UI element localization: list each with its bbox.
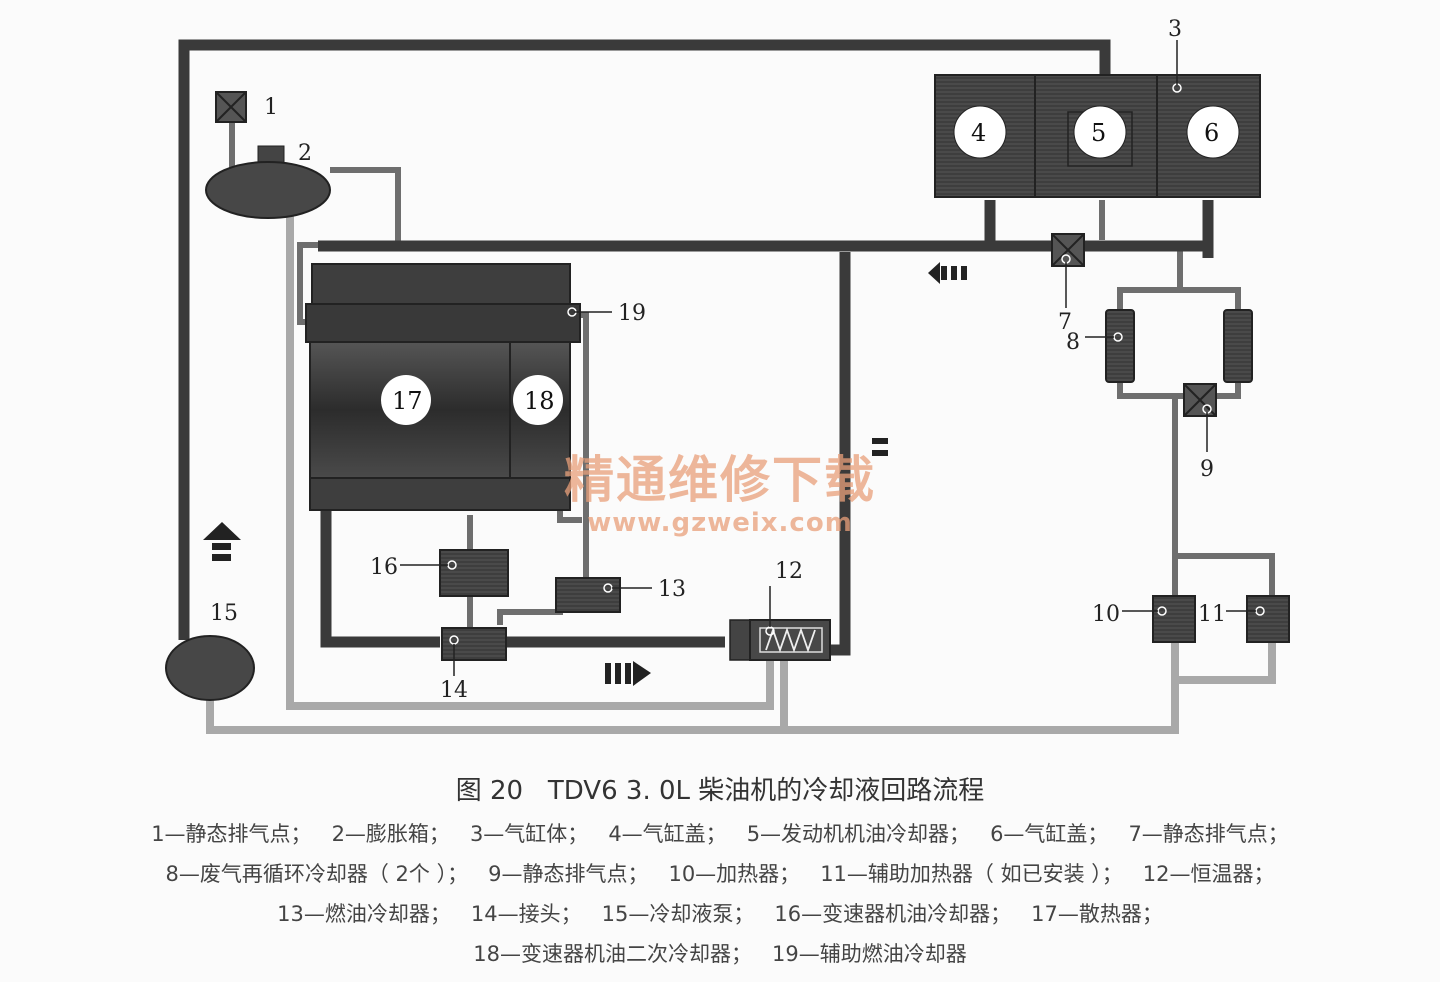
label-3: 3 [1168,17,1182,42]
label-16: 16 [370,555,398,580]
label-9: 9 [1200,457,1214,482]
legend-item: 15—冷却液泵； [601,902,755,926]
label-12: 12 [775,559,803,584]
legend-item: 18—变速器机油二次冷却器； [473,942,752,966]
bleed-point-9 [1183,383,1217,417]
label-10: 10 [1092,602,1120,627]
legend-line-3: 13—燃油冷却器； 14—接头； 15—冷却液泵； 16—变速器机油冷却器； 17—散热… [0,898,1440,928]
coolant-pump [165,635,255,701]
label-14: 14 [440,678,468,703]
legend-line-1: 1—静态排气点； 2—膨胀箱； 3—气缸体； 4—气缸盖； 5—发动机机油冷却器； 6—气… [0,818,1440,848]
legend-item: 19—辅助燃油冷却器 [772,942,967,966]
label-17: 17 [392,387,423,415]
thermostat [729,619,831,661]
legend-line-4: 18—变速器机油二次冷却器； 19—辅助燃油冷却器 [0,938,1440,968]
egr-coolers [1105,309,1253,383]
figure-caption: 图 20 TDV6 3. 0L 柴油机的冷却液回路流程 [455,776,985,806]
radiator [305,263,581,511]
legend-item: 17—散热器； [1031,902,1163,926]
label-18: 18 [524,387,555,415]
label-6: 6 [1204,119,1219,147]
legend-item: 8—废气再循环冷却器（ 2个 ）； [165,862,469,886]
label-7: 7 [1058,310,1072,335]
expansion-tank [205,145,331,219]
watermark: 精通维修下载 www.gzweix.com [540,450,900,539]
watermark-url: www.gzweix.com [587,508,853,538]
watermark-title: 精通维修下载 [564,450,876,509]
label-19: 19 [618,301,646,326]
legend-item: 6—气缸盖； [990,822,1109,846]
flow-arrows [203,262,967,686]
label-11: 11 [1198,602,1226,627]
legend-line-2: 8—废气再循环冷却器（ 2个 ）； 9—静态排气点； 10—加热器； 11—辅助加热器… [0,858,1440,888]
legend-item: 10—加热器； [668,862,801,886]
cylinder-block [934,74,1261,198]
legend-item: 1—静态排气点； [151,822,312,846]
coolant-circuit-diagram: 1 2 3 4 5 6 7 8 9 10 11 12 13 14 15 16 1… [165,17,1290,734]
legend-item: 2—膨胀箱； [331,822,450,846]
legend-item: 13—燃油冷却器； [277,902,451,926]
legend-item: 14—接头； [470,902,582,926]
legend-item: 4—气缸盖； [608,822,727,846]
legend-item: 7—静态排气点； [1128,822,1289,846]
legend-item: 16—变速器机油冷却器； [774,902,1012,926]
label-15: 15 [210,601,238,626]
label-8: 8 [1066,330,1080,355]
heaters [1152,595,1290,643]
label-4: 4 [971,119,986,147]
legend-item: 3—气缸体； [469,822,589,846]
component-labels: 1 2 3 4 5 6 7 8 9 10 11 12 13 14 15 16 1… [210,17,1226,703]
bleed-point-1 [215,91,247,123]
legend-item: 5—发动机机油冷却器； [746,822,971,846]
bleed-point-7 [1051,233,1085,267]
legend-item: 9—静态排气点； [488,862,649,886]
label-1: 1 [264,95,278,120]
leader-lines [400,40,1256,676]
legend-item: 11—辅助加热器（ 如已安装 ）； [820,862,1123,886]
label-2: 2 [298,141,312,166]
legend-item: 12—恒温器； [1142,862,1275,886]
label-5: 5 [1091,119,1106,147]
label-13: 13 [658,577,686,602]
